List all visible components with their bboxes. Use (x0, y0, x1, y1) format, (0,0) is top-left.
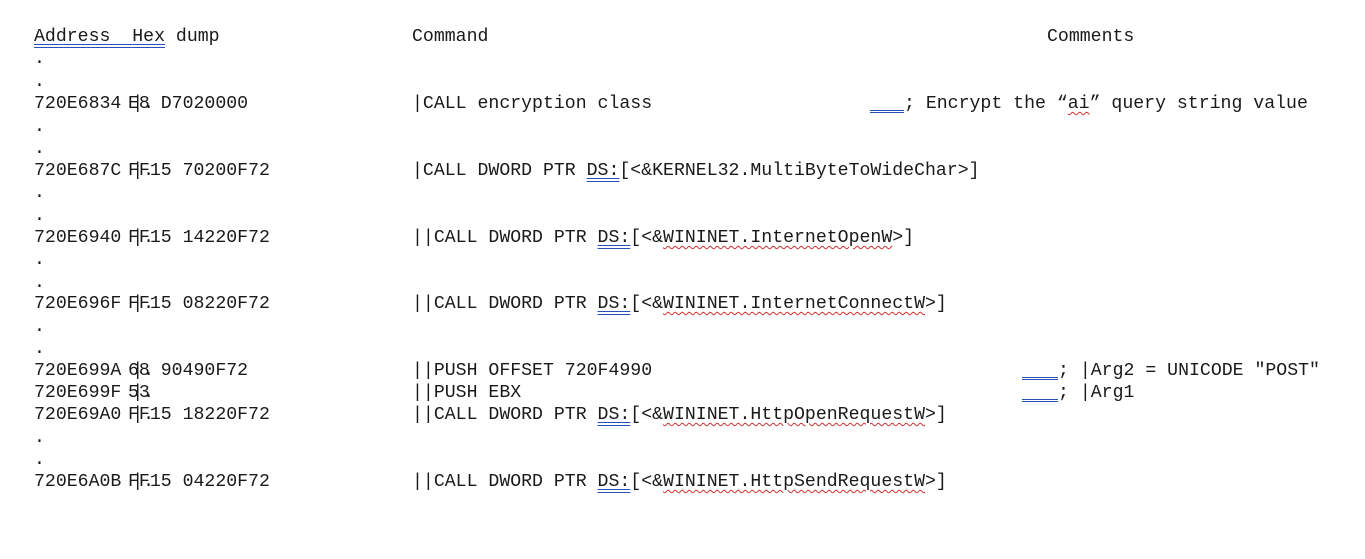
line-comment: ; |Arg2 = UNICODE "POST" (1022, 360, 1320, 382)
header-address: Address (34, 27, 111, 47)
line-comment: ; |Arg1 (1022, 382, 1134, 404)
header-dump: dump (175, 27, 220, 47)
ellipsis-dot: . (34, 117, 45, 137)
header-comments: Comments (1047, 27, 1135, 47)
line-address: 720E69A0 |. (34, 405, 155, 425)
ellipsis-dot: . (34, 49, 45, 69)
ellipsis-dot: . (34, 273, 45, 293)
listing-header: Address Hex dump Command Comments (34, 26, 1354, 48)
line-hex: FF15 04220F72 (128, 472, 270, 492)
code-line: 720E699A |. 68 90490F72 ||PUSH OFFSET 72… (34, 360, 1354, 382)
header-command: Command (412, 27, 489, 47)
ellipsis-dot: . (34, 206, 45, 226)
line-hex: FF15 70200F72 (128, 161, 270, 181)
line-comment: ; Encrypt the “ai” query string value (870, 93, 1308, 115)
code-line: 720E69A0 |. FF15 18220F72 ||CALL DWORD P… (34, 404, 1354, 426)
line-command: |CALL encryption class (412, 94, 653, 114)
line-command: |CALL DWORD PTR DS:[<&KERNEL32.MultiByte… (412, 161, 980, 181)
line-address: 720E696F |. (34, 294, 155, 314)
line-command: ||CALL DWORD PTR DS:[<&WININET.InternetC… (412, 294, 947, 314)
line-command: ||PUSH OFFSET 720F4990 (412, 361, 653, 381)
line-hex: FF15 14220F72 (128, 228, 270, 248)
line-hex: FF15 08220F72 (128, 294, 270, 314)
line-command: ||CALL DWORD PTR DS:[<&WININET.InternetO… (412, 228, 915, 248)
line-address: 720E6940 |. (34, 228, 155, 248)
ellipsis-dot: . (34, 250, 45, 270)
line-hex: E8 D7020000 (128, 94, 249, 114)
code-line: 720E6834 |. E8 D7020000 |CALL encryption… (34, 93, 1354, 115)
line-address: 720E6A0B |. (34, 472, 155, 492)
ellipsis-dot: . (34, 317, 45, 337)
ellipsis-dot: . (34, 72, 45, 92)
ellipsis-dot: . (34, 183, 45, 203)
line-command: ||CALL DWORD PTR DS:[<&WININET.HttpSendR… (412, 472, 947, 492)
line-address: 720E687C |. (34, 161, 155, 181)
line-command: ||PUSH EBX (412, 383, 522, 403)
ellipsis-dot: . (34, 428, 45, 448)
header-hex: Hex (132, 27, 165, 47)
code-line: 720E6A0B |. FF15 04220F72 ||CALL DWORD P… (34, 471, 1354, 493)
code-line: 720E699F |. 53 ||PUSH EBX ; |Arg1 (34, 382, 1354, 404)
line-hex: 68 90490F72 (128, 361, 249, 381)
code-line: 720E687C |. FF15 70200F72 |CALL DWORD PT… (34, 160, 1354, 182)
header-address-hex: Address Hex dump (34, 26, 220, 48)
code-line: 720E6940 |. FF15 14220F72 ||CALL DWORD P… (34, 227, 1354, 249)
line-command: ||CALL DWORD PTR DS:[<&WININET.HttpOpenR… (412, 405, 947, 425)
ellipsis-dot: . (34, 139, 45, 159)
line-hex: 53 (128, 383, 150, 403)
line-address: 720E6834 |. (34, 94, 155, 114)
line-hex: FF15 18220F72 (128, 405, 270, 425)
line-address: 720E699A |. (34, 361, 155, 381)
ellipsis-dot: . (34, 450, 45, 470)
code-line: 720E696F |. FF15 08220F72 ||CALL DWORD P… (34, 293, 1354, 315)
line-address: 720E699F |. (34, 383, 155, 403)
ellipsis-dot: . (34, 339, 45, 359)
